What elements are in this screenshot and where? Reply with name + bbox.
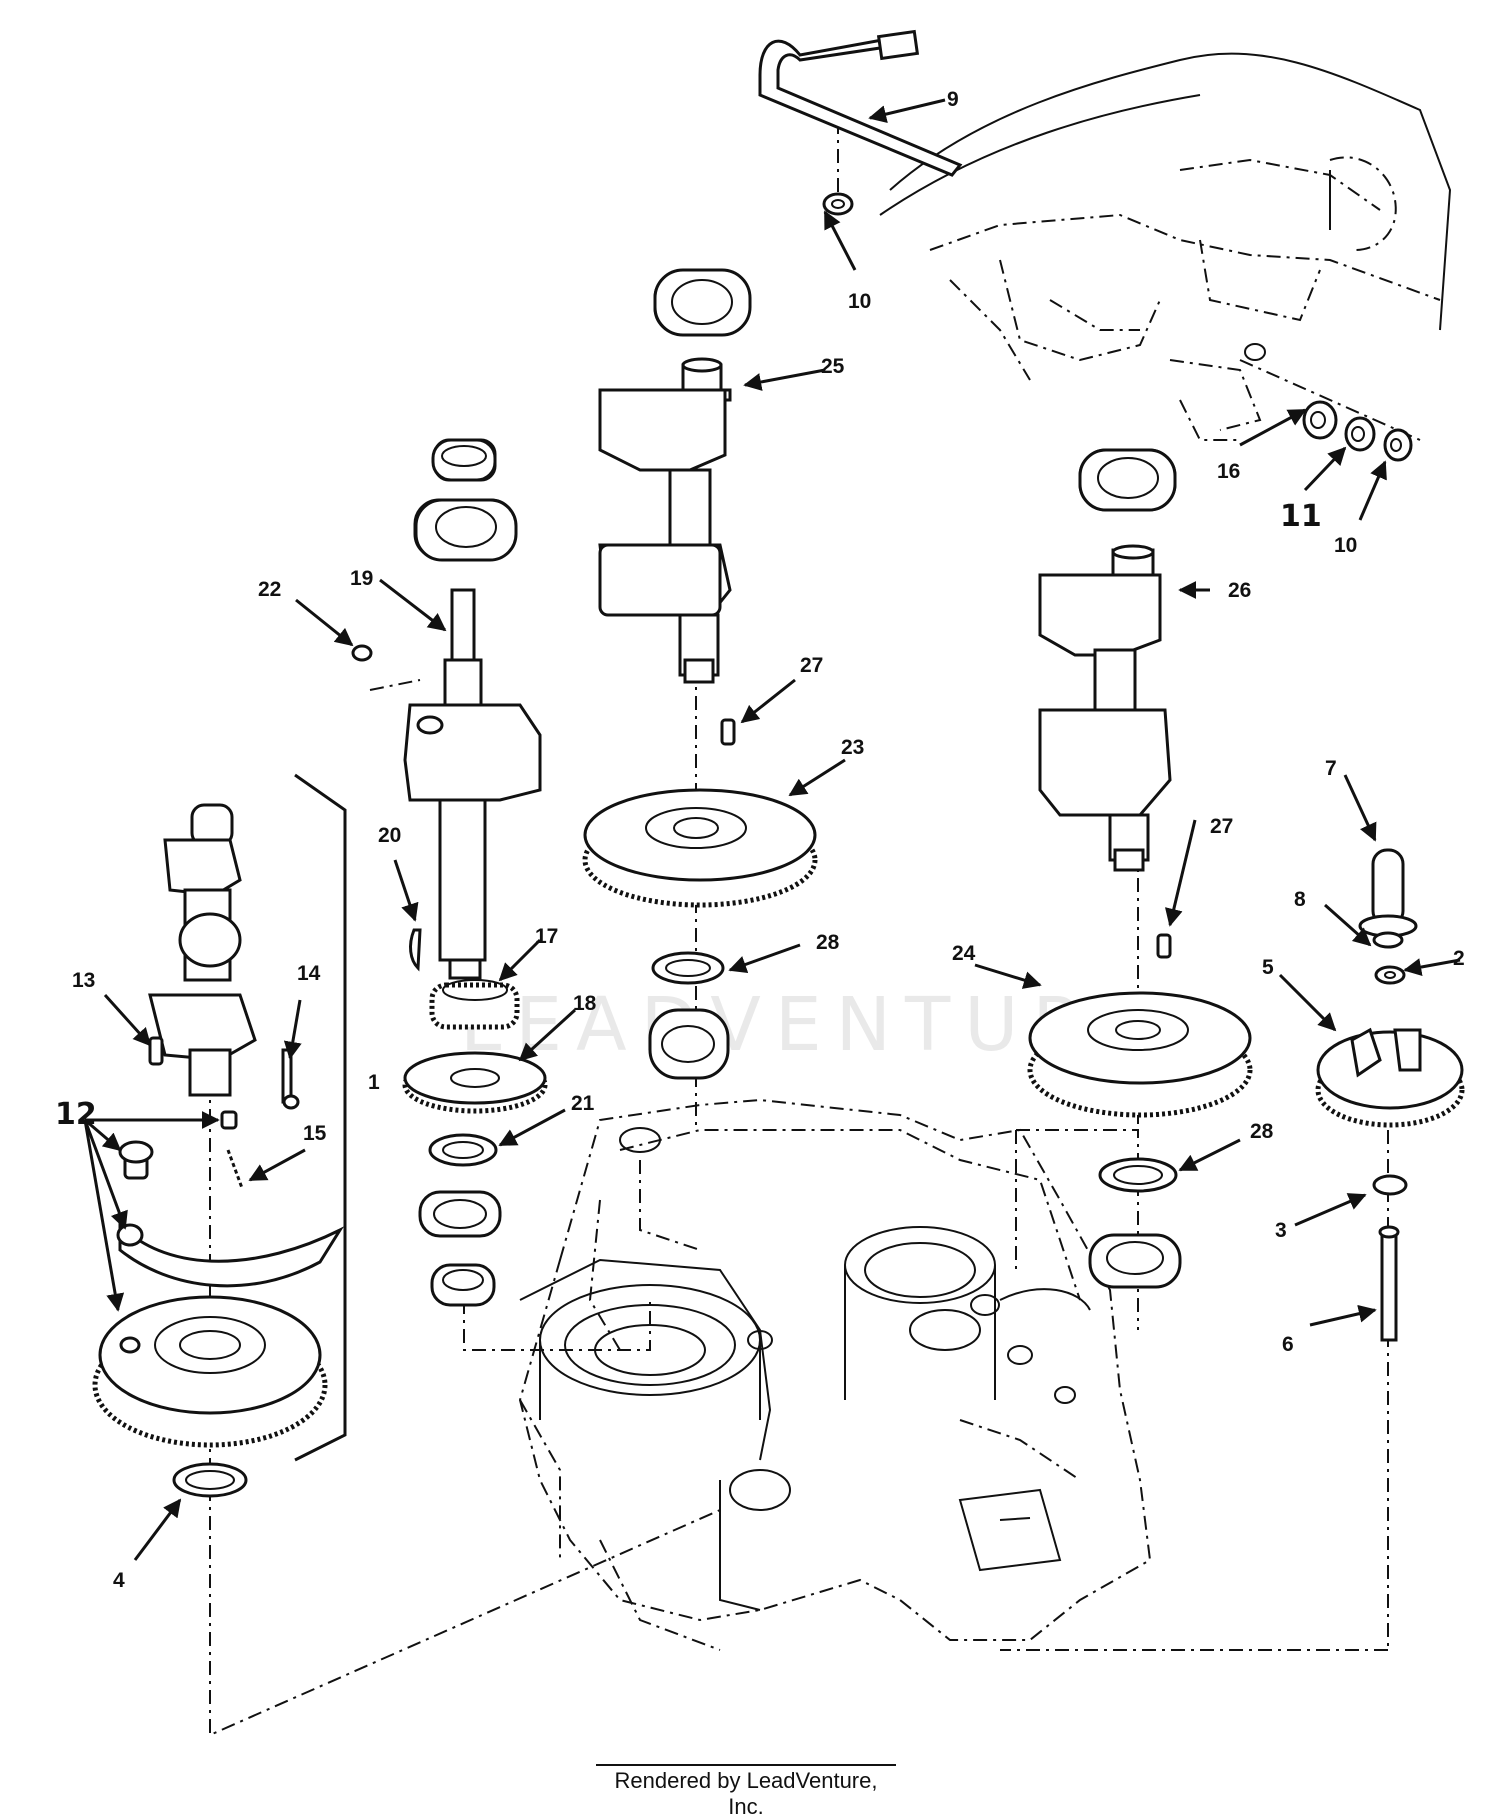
- callout-27-center: 27: [800, 654, 823, 677]
- callout-28-right: 28: [1250, 1120, 1274, 1143]
- key-parts: [351, 644, 1172, 972]
- callout-5: 5: [1262, 956, 1274, 979]
- callout-4: 4: [113, 1569, 125, 1592]
- washer-stack: [1302, 400, 1413, 462]
- callout-9: 9: [947, 88, 959, 111]
- gear-24-stack: [1027, 991, 1253, 1289]
- upper-bearings: [653, 268, 1177, 512]
- governor-and-cam-gear: [92, 1110, 345, 1498]
- assembly-centerlines: [209, 120, 1421, 1737]
- crankshaft-right: [1038, 448, 1177, 872]
- footer-credit: Rendered by LeadVenture, Inc.: [596, 1764, 896, 1820]
- callout-6: 6: [1282, 1333, 1294, 1356]
- callout-19: 19: [350, 567, 373, 590]
- callout-15: 15: [303, 1122, 327, 1145]
- leader-arrows: [83, 98, 1461, 1561]
- callout-23: 23: [841, 736, 864, 759]
- oil-pump-parts: [1315, 848, 1465, 1342]
- callout-8: 8: [1294, 888, 1306, 911]
- watermark: LEADVENTURE: [460, 982, 1159, 1068]
- dipstick-tube: [758, 29, 963, 216]
- left-upper-bearings: [414, 438, 518, 562]
- callout-18: 18: [573, 992, 597, 1015]
- callout-16: 16: [1217, 460, 1240, 483]
- crankcase-housing: [518, 1098, 1152, 1651]
- callout-7: 7: [1325, 757, 1337, 780]
- callout-21: 21: [571, 1092, 595, 1115]
- callout-2: 2: [1453, 947, 1465, 970]
- callout-13: 13: [72, 969, 95, 992]
- callout-24: 24: [952, 942, 976, 965]
- callout-labels: 1 2 3 4 5 6 7 8 9 10 10 11 12 13 14 15 1…: [55, 88, 1465, 1592]
- callout-25: 25: [821, 355, 845, 378]
- callout-22: 22: [258, 578, 281, 601]
- left-gear-stack: [402, 979, 548, 1307]
- callout-10-right: 10: [1334, 534, 1357, 557]
- camshaft-assembly: [148, 803, 300, 1110]
- callout-28-center: 28: [816, 931, 840, 954]
- callout-14: 14: [297, 962, 321, 985]
- callout-17: 17: [535, 925, 558, 948]
- callout-27-right: 27: [1210, 815, 1233, 838]
- gear-23-stack: [582, 788, 818, 1080]
- engine-block: [879, 52, 1452, 441]
- callout-3: 3: [1275, 1219, 1287, 1242]
- callout-12: 12: [55, 1097, 97, 1132]
- callout-20: 20: [378, 824, 401, 847]
- callout-26: 26: [1228, 579, 1251, 602]
- callout-1: 1: [368, 1071, 380, 1094]
- callout-10-top: 10: [848, 290, 871, 313]
- camshaft-group-bracket: [294, 773, 347, 1462]
- callout-11: 11: [1280, 499, 1322, 534]
